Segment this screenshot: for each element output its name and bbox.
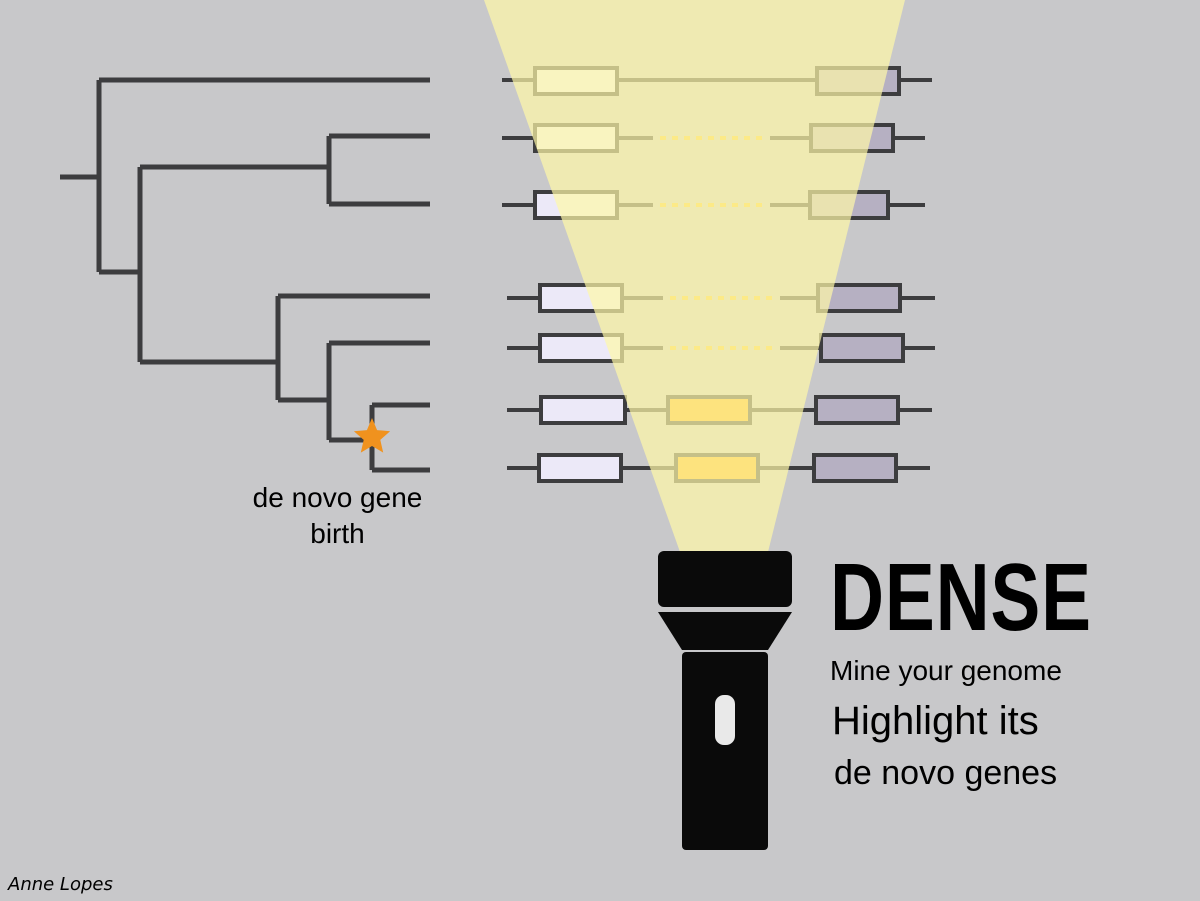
exon-right bbox=[814, 395, 900, 425]
exon-left bbox=[539, 395, 627, 425]
tagline-3: de novo genes bbox=[834, 754, 1058, 792]
flashlight-icon bbox=[658, 551, 792, 850]
light-beam bbox=[484, 0, 905, 552]
tagline-2: Highlight its bbox=[832, 699, 1039, 743]
star-icon bbox=[353, 418, 391, 453]
birth-label-line2: birth bbox=[310, 518, 365, 549]
tool-title: DENSE bbox=[830, 544, 1092, 651]
exon-left bbox=[537, 453, 623, 483]
tagline-1: Mine your genome bbox=[830, 655, 1062, 686]
flashlight-switch bbox=[715, 695, 735, 745]
flashlight-head bbox=[658, 551, 792, 607]
phylogenetic-tree bbox=[60, 77, 430, 473]
birth-label-line1: de novo gene bbox=[252, 482, 423, 513]
exon-right bbox=[812, 453, 898, 483]
de-novo-birth-label: de novo gene birth bbox=[220, 480, 455, 552]
exon-right bbox=[819, 333, 905, 363]
flashlight-neck bbox=[658, 612, 792, 650]
flashlight-body bbox=[682, 652, 768, 850]
author-signature: Anne Lopes bbox=[8, 874, 113, 895]
